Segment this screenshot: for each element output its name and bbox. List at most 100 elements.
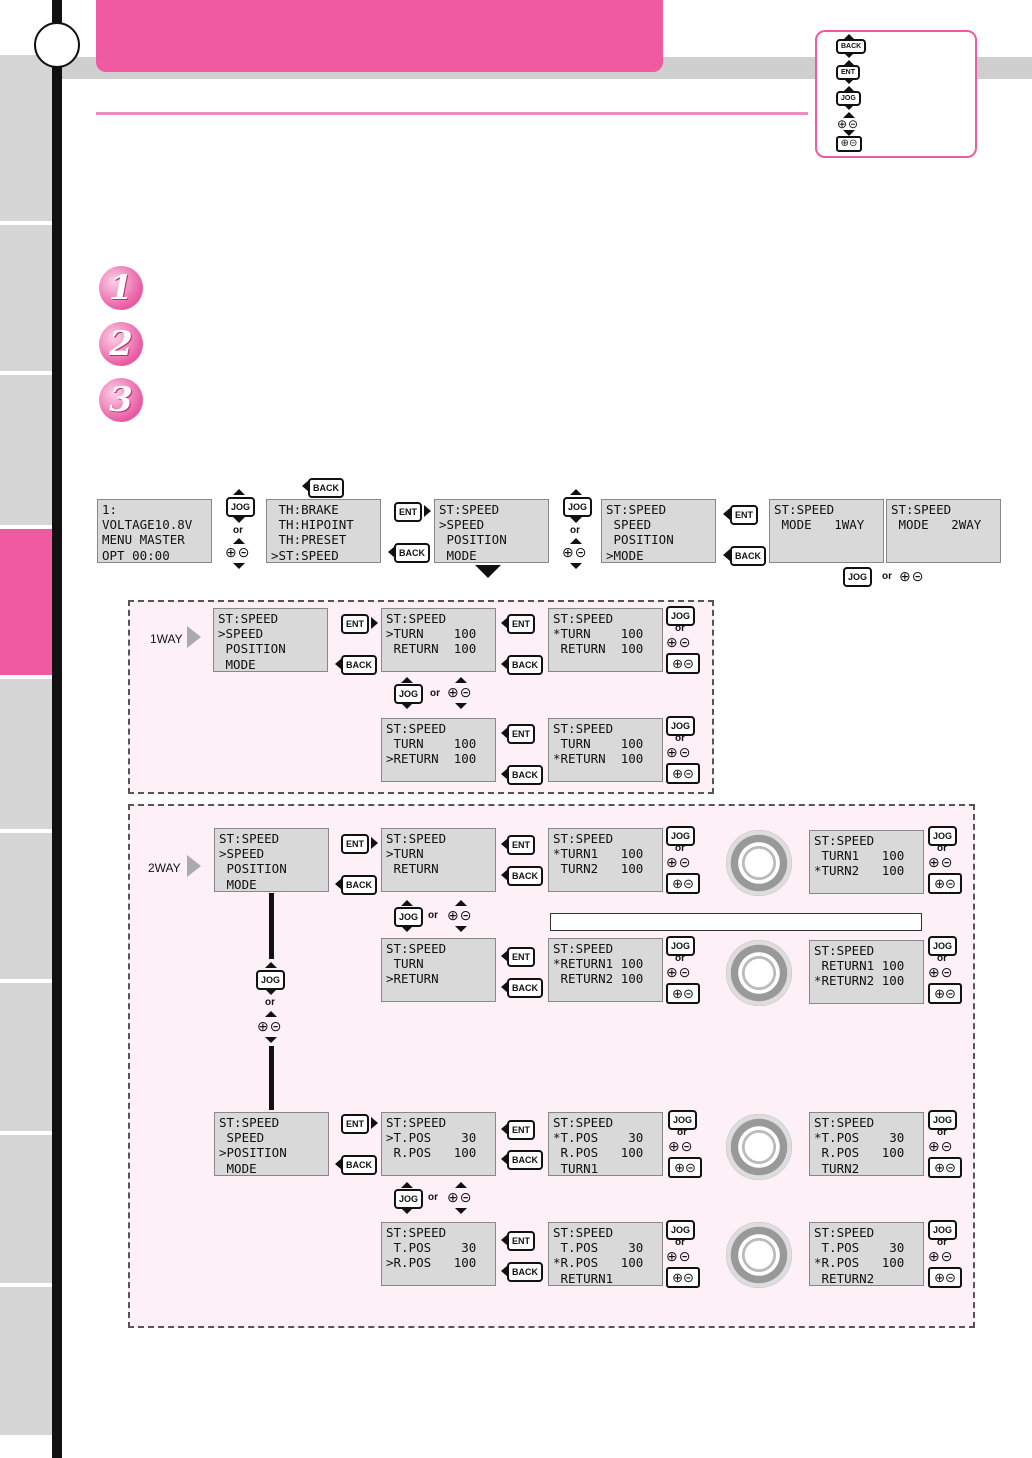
jog-key[interactable]: JOG <box>394 1189 424 1209</box>
jog-key[interactable]: JOG <box>666 826 696 846</box>
plus-minus-key[interactable]: ⊕⊝ <box>447 684 473 700</box>
ent-key[interactable]: ENT <box>507 614 535 634</box>
plus-minus-box-key[interactable]: ⊕⊝ <box>928 983 962 1004</box>
ent-key[interactable]: ENT <box>730 505 758 525</box>
up-arrow-icon <box>843 86 855 92</box>
plus-minus-key[interactable]: ⊕⊝ <box>225 544 251 560</box>
plus-minus-box-key[interactable]: ⊕⊝ <box>666 653 700 674</box>
back-key[interactable]: BACK <box>341 875 377 895</box>
back-key[interactable]: BACK <box>507 1262 543 1282</box>
plus-minus-key[interactable]: ⊕⊝ <box>666 1248 692 1264</box>
or-label: or <box>675 843 685 854</box>
or-label: or <box>937 843 947 854</box>
or-label: or <box>882 571 892 582</box>
jog-key[interactable]: JOG <box>226 497 256 517</box>
jog-key[interactable]: JOG <box>928 936 958 956</box>
left-arrow-icon <box>501 617 508 629</box>
plus-minus-key[interactable]: ⊕⊝ <box>257 1018 283 1034</box>
plus-minus-box-key[interactable]: ⊕⊝ <box>928 873 962 894</box>
plus-minus-key[interactable]: ⊕⊝ <box>668 1138 694 1154</box>
one-way-arrow-icon <box>187 626 201 648</box>
lcd-2way-return2-edit: ST:SPEED RETURN1 100 *RETURN2 100 <box>809 940 924 1004</box>
back-key[interactable]: BACK <box>394 543 430 563</box>
ent-key[interactable]: ENT <box>507 1120 535 1140</box>
plus-minus-key[interactable]: ⊕⊝ <box>562 544 588 560</box>
connector-line <box>269 1046 274 1110</box>
plus-minus-key[interactable]: ⊕⊝ <box>928 1138 954 1154</box>
plus-minus-key[interactable]: ⊕⊝ <box>447 907 473 923</box>
chapter-tab <box>0 1287 56 1439</box>
jog-key[interactable]: JOG <box>666 606 696 626</box>
back-key[interactable]: BACK <box>507 978 543 998</box>
jog-key[interactable]: JOG <box>666 936 696 956</box>
jog-key[interactable]: JOG <box>563 497 593 517</box>
jog-key[interactable]: JOG <box>666 716 696 736</box>
plus-minus-key[interactable]: ⊕⊝ <box>666 634 692 650</box>
jog-key[interactable]: JOG <box>928 1110 958 1130</box>
right-arrow-icon <box>371 617 378 629</box>
plus-minus-box-key[interactable]: ⊕⊝ <box>666 983 700 1004</box>
lcd-2way-return: ST:SPEED TURN >RETURN <box>381 938 496 1002</box>
or-label: or <box>428 910 438 921</box>
ent-key[interactable]: ENT <box>341 614 369 634</box>
jog-key[interactable]: JOG <box>394 684 424 704</box>
jog-key[interactable]: JOG <box>928 826 958 846</box>
plus-minus-key[interactable]: ⊕⊝ <box>666 964 692 980</box>
down-arrow-icon <box>570 517 582 523</box>
back-key[interactable]: BACK <box>341 1155 377 1175</box>
ent-key[interactable]: ENT <box>507 835 535 855</box>
plus-minus-key[interactable]: ⊕⊝ <box>928 854 954 870</box>
ent-key[interactable]: ENT <box>394 502 422 522</box>
plus-minus-key[interactable]: ⊕⊝ <box>928 964 954 980</box>
down-triangle-icon <box>475 565 501 578</box>
or-label: or <box>430 688 440 699</box>
plus-minus-box-key[interactable]: ⊕⊝ <box>666 763 700 784</box>
jog-key[interactable]: JOG <box>256 970 286 990</box>
jog-key[interactable]: JOG <box>843 567 873 587</box>
lcd-2way-rpos-edit2: ST:SPEED T.POS 30 *R.POS 100 RETURN2 <box>809 1222 924 1286</box>
plus-minus-box-key[interactable]: ⊕⊝ <box>666 1267 700 1288</box>
section-divider-line <box>96 112 808 115</box>
lcd-mode-1way: ST:SPEED MODE 1WAY <box>769 499 884 563</box>
ent-key[interactable]: ENT <box>341 834 369 854</box>
left-arrow-icon <box>501 1265 508 1277</box>
back-key[interactable]: BACK <box>507 1150 543 1170</box>
plus-minus-key[interactable]: ⊕⊝ <box>666 854 692 870</box>
plus-minus-box-key[interactable]: ⊕⊝ <box>928 1267 962 1288</box>
right-arrow-icon <box>371 1117 378 1129</box>
steering-dial-icon <box>726 940 792 1006</box>
back-key[interactable]: BACK <box>730 546 766 566</box>
up-arrow-icon <box>455 677 467 683</box>
up-arrow-icon <box>401 677 413 683</box>
jog-key[interactable]: JOG <box>394 907 424 927</box>
plus-minus-key[interactable]: ⊕⊝ <box>447 1189 473 1205</box>
plus-minus-box-key[interactable]: ⊕⊝ <box>666 873 700 894</box>
back-key[interactable]: BACK <box>341 655 377 675</box>
plus-minus-key[interactable]: ⊕⊝ <box>899 568 925 584</box>
ent-key[interactable]: ENT <box>507 724 535 744</box>
ent-key[interactable]: ENT <box>507 947 535 967</box>
lcd-2way-rpos-edit1: ST:SPEED T.POS 30 *R.POS 100 RETURN1 <box>548 1222 663 1286</box>
step-number-2: 2 <box>99 322 143 366</box>
ent-key[interactable]: ENT <box>507 1231 535 1251</box>
down-arrow-icon <box>843 52 855 58</box>
jog-key[interactable]: JOG <box>666 1220 696 1240</box>
plus-minus-key[interactable]: ⊕⊝ <box>666 744 692 760</box>
back-key[interactable]: BACK <box>507 765 543 785</box>
lcd-2way-rpos: ST:SPEED T.POS 30 >R.POS 100 <box>381 1222 496 1286</box>
jog-key[interactable]: JOG <box>668 1110 698 1130</box>
left-arrow-icon <box>501 1153 508 1165</box>
connector-line <box>269 893 274 959</box>
down-arrow-icon <box>265 1037 277 1043</box>
up-arrow-icon <box>843 34 855 40</box>
steering-dial-icon <box>726 830 792 896</box>
back-key[interactable]: BACK <box>507 866 543 886</box>
plus-minus-key[interactable]: ⊕⊝ <box>928 1248 954 1264</box>
down-arrow-icon <box>843 104 855 110</box>
back-key[interactable]: BACK <box>507 655 543 675</box>
back-key[interactable]: BACK <box>308 478 344 498</box>
plus-minus-box-key[interactable]: ⊕⊝ <box>668 1157 702 1178</box>
plus-minus-box-key[interactable]: ⊕⊝ <box>928 1157 962 1178</box>
jog-key[interactable]: JOG <box>928 1220 958 1240</box>
ent-key[interactable]: ENT <box>341 1114 369 1134</box>
